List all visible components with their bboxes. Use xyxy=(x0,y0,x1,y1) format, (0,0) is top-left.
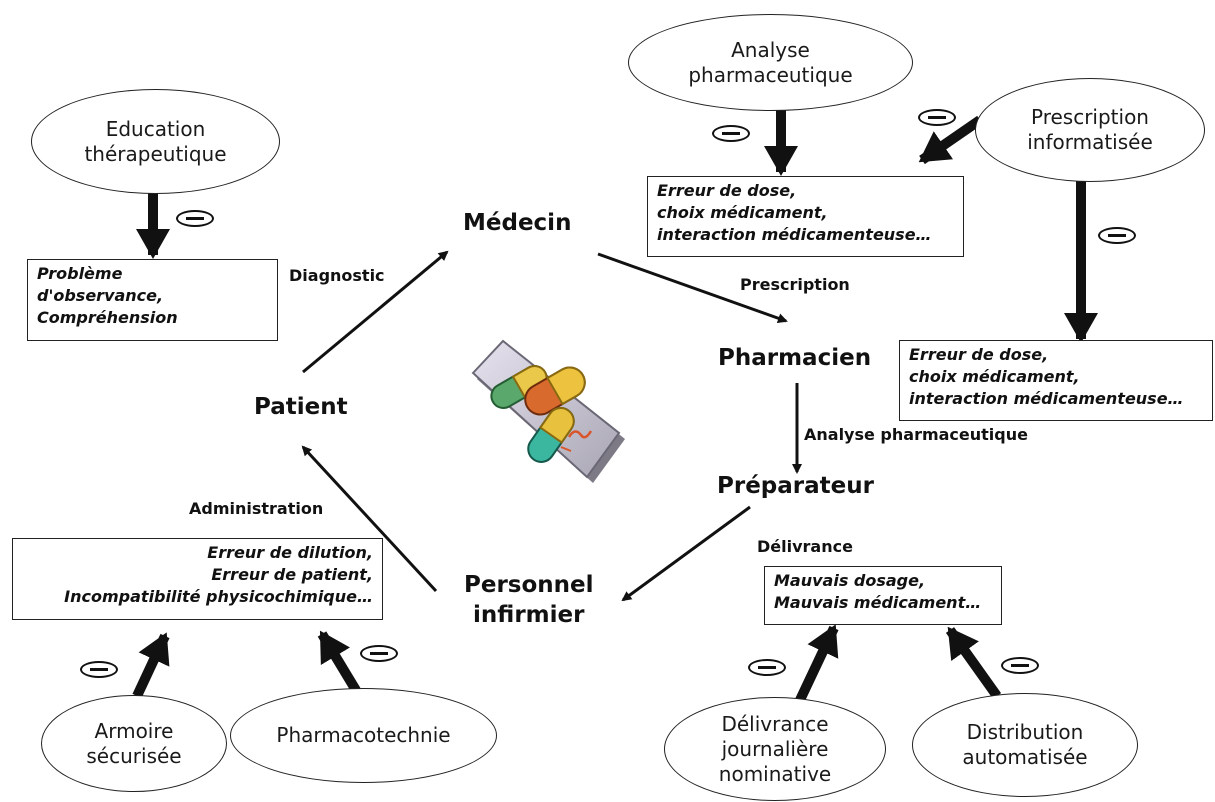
minus-sign-icon xyxy=(918,109,956,126)
arrow-preparateur-to-personnel xyxy=(621,505,751,602)
pills-on-prescription-icon xyxy=(471,339,625,483)
arrow-pharmacotechnie xyxy=(317,630,362,695)
error-box-observance: Problème d'observance, Compréhension xyxy=(27,259,278,341)
analyse-pharmaceutique-label: Analyse pharmaceutique xyxy=(688,37,853,87)
pharmacotechnie-label: Pharmacotechnie xyxy=(276,723,451,747)
error-box-prescription-top: Erreur de dose, choix médicament, intera… xyxy=(647,176,964,257)
minus-sign-icon xyxy=(176,210,214,227)
analyse-pharmaceutique-node: Analyse pharmaceutique xyxy=(628,14,913,111)
minus-sign-icon xyxy=(80,661,118,678)
arrow-delivrance-journaliere xyxy=(795,624,839,703)
armoire-securisee-node: Armoire sécurisée xyxy=(41,695,227,792)
actor-personnel-infirmier: Personnel infirmier xyxy=(464,572,594,628)
arrow-medecin-to-pharmacien xyxy=(597,252,788,324)
flow-diagnostic: Diagnostic xyxy=(289,266,385,285)
armoire-securisee-label: Armoire sécurisée xyxy=(86,718,182,768)
flow-analyse-pharmaceutique: Analyse pharmaceutique xyxy=(804,425,1028,444)
flow-prescription: Prescription xyxy=(740,275,850,294)
minus-sign-icon xyxy=(712,125,750,142)
error-box-delivrance: Mauvais dosage, Mauvais médicament… xyxy=(764,566,1002,625)
arrow-personnel-to-patient xyxy=(301,445,438,593)
minus-sign-icon xyxy=(748,659,786,676)
error-box-prescription-right: Erreur de dose, choix médicament, intera… xyxy=(899,340,1213,421)
minus-sign-icon xyxy=(1098,227,1136,244)
flow-delivrance: Délivrance xyxy=(757,537,853,556)
distribution-automatisee-node: Distribution automatisée xyxy=(912,693,1138,797)
education-therapeutique-node: Education thérapeutique xyxy=(31,89,280,194)
error-box-administration: Erreur de dilution, Erreur de patient, I… xyxy=(12,538,383,620)
actor-preparateur: Préparateur xyxy=(717,473,874,499)
arrow-distribution xyxy=(945,626,1002,699)
education-therapeutique-label: Education thérapeutique xyxy=(84,116,227,166)
arrow-patient-to-medecin xyxy=(302,250,449,374)
pharmacotechnie-node: Pharmacotechnie xyxy=(230,688,497,783)
prescription-informatisee-label: Prescription informatisée xyxy=(1027,105,1153,154)
arrow-prescription-to-top-box xyxy=(918,115,983,165)
delivrance-journaliere-node: Délivrance journalière nominative xyxy=(664,697,886,801)
minus-sign-icon xyxy=(1001,657,1039,674)
delivrance-journaliere-label: Délivrance journalière nominative xyxy=(718,711,832,786)
prescription-informatisee-node: Prescription informatisée xyxy=(975,78,1205,182)
actor-pharmacien: Pharmacien xyxy=(718,345,872,371)
flow-administration: Administration xyxy=(189,499,324,518)
distribution-automatisee-label: Distribution automatisée xyxy=(962,720,1088,769)
minus-sign-icon xyxy=(360,645,398,662)
actor-patient: Patient xyxy=(254,394,348,420)
arrow-armoire xyxy=(132,632,170,699)
actor-medecin: Médecin xyxy=(463,210,572,236)
